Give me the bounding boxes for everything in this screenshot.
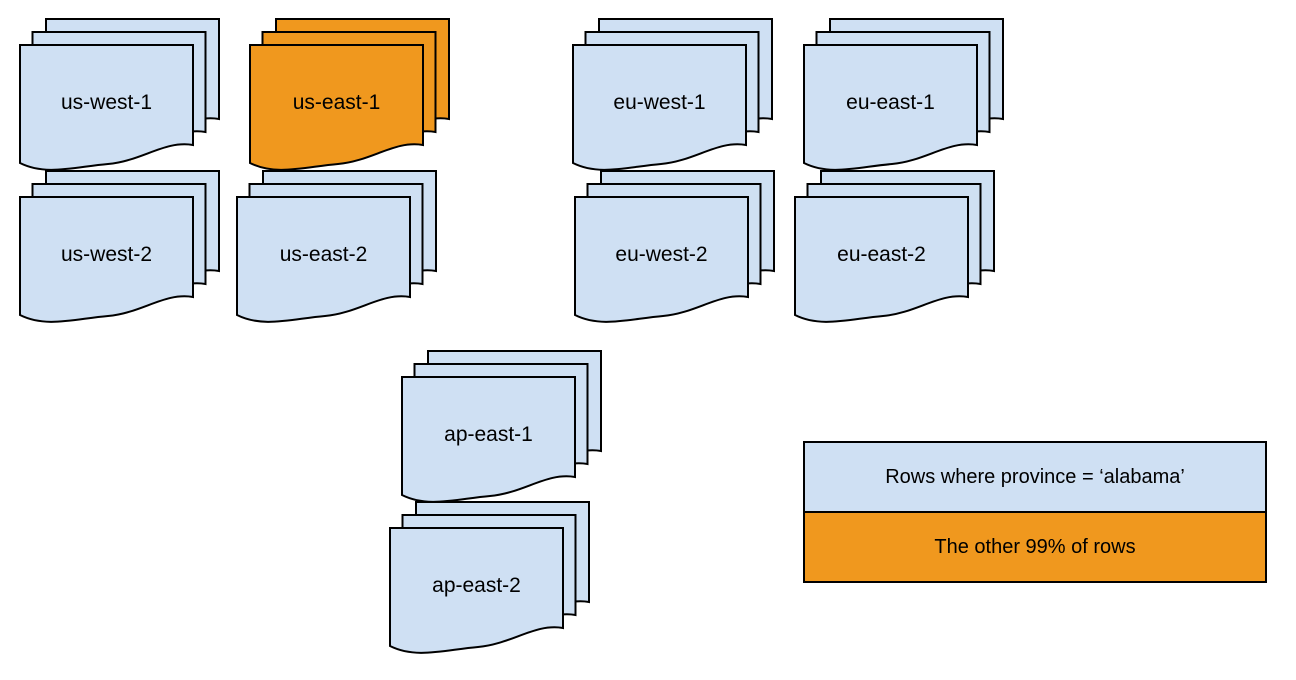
region-stack-us-west-1: us-west-1 [19,18,223,176]
document-stack-icon [574,170,775,323]
document-stack-icon [389,501,590,654]
region-stack-eu-west-2: eu-west-2 [574,170,778,328]
region-stack-ap-east-2: ap-east-2 [389,501,593,659]
document-stack-icon [803,18,1004,171]
document-stack-icon [572,18,773,171]
document-shape-front [389,527,564,654]
document-shape-front [236,196,411,323]
document-stack-icon [401,350,602,503]
legend-item-alabama-rows: Rows where province = ‘alabama’ [805,443,1265,511]
document-shape-front [574,196,749,323]
region-stack-eu-east-1: eu-east-1 [803,18,1007,176]
document-shape-front [794,196,969,323]
legend: Rows where province = ‘alabama’ The othe… [803,441,1267,583]
document-stack-icon [794,170,995,323]
region-stack-us-east-1: us-east-1 [249,18,453,176]
document-stack-icon [19,170,220,323]
document-shape-front [19,196,194,323]
region-stack-ap-east-1: ap-east-1 [401,350,605,508]
region-stack-eu-west-1: eu-west-1 [572,18,776,176]
document-stack-icon [236,170,437,323]
document-stack-icon [19,18,220,171]
document-shape-front [803,44,978,171]
legend-item-alabama-label: Rows where province = ‘alabama’ [885,465,1185,488]
region-stack-us-west-2: us-west-2 [19,170,223,328]
document-shape-front [249,44,424,171]
document-shape-front [572,44,747,171]
legend-item-other-label: The other 99% of rows [934,535,1136,558]
document-shape-front [19,44,194,171]
document-stack-icon [249,18,450,171]
legend-item-other-rows: The other 99% of rows [805,511,1265,581]
document-shape-front [401,376,576,503]
region-stack-us-east-2: us-east-2 [236,170,440,328]
region-stack-eu-east-2: eu-east-2 [794,170,998,328]
